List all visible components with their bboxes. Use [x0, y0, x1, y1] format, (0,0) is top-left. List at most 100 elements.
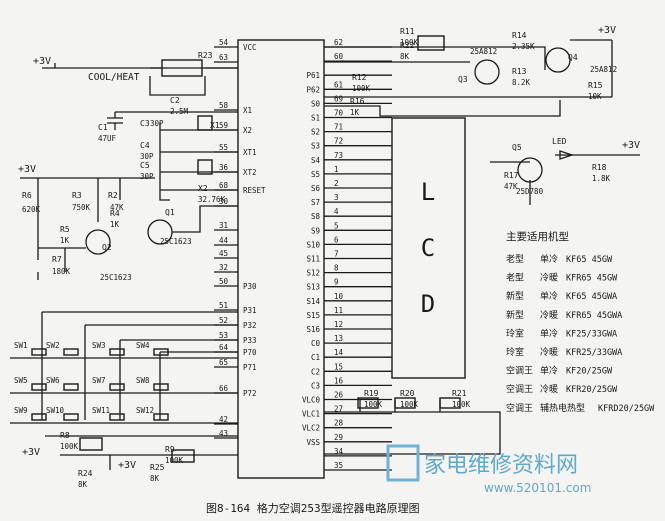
r20-resistor — [394, 397, 416, 409]
led-diode — [559, 150, 575, 160]
ic-pin-number: 65 — [219, 358, 228, 367]
wire — [490, 154, 640, 205]
component-value: 2.5M — [170, 107, 189, 116]
lcd-letter: C — [421, 234, 435, 262]
component-value: 8K — [400, 52, 410, 61]
watermark-url: www.520101.com — [484, 481, 591, 495]
model-number: KF25/33GWA — [566, 329, 617, 339]
ic-pin-name: XT1 — [243, 148, 257, 157]
component-ref: R12 — [352, 73, 367, 82]
ic-pin-number: 61 — [334, 80, 343, 89]
switch-label: SW4 — [136, 341, 150, 350]
component-ref: R7 — [52, 255, 62, 264]
component-value: 25C1623 — [160, 237, 192, 246]
component-ref: R25 — [150, 463, 165, 472]
figure-caption: 图8-164 格力空调253型遥控器电路原理图 — [206, 501, 420, 515]
ic-pin-name: X2 — [243, 126, 252, 135]
ic-pin-number: 27 — [334, 405, 343, 414]
model-list-heading: 主要适用机型 — [506, 230, 569, 243]
model-number: KFRD20/25GW — [598, 404, 655, 414]
model-group: 玲室 — [506, 327, 524, 339]
ic-pin-number: 43 — [219, 429, 228, 438]
component-ref: R2 — [108, 191, 118, 200]
wire — [570, 39, 613, 97]
switch-contact — [63, 348, 79, 356]
component-ref: R11 — [400, 27, 415, 36]
wire — [37, 205, 238, 280]
component-value: 8.2K — [512, 78, 531, 87]
ic-pin-name: C3 — [311, 381, 320, 390]
vcc-label: +3V — [622, 140, 640, 151]
ic-pin-name: VLC2 — [302, 424, 320, 433]
r9-resistor — [171, 449, 195, 463]
component-ref: R24 — [78, 469, 93, 478]
component-ref: Q3 — [458, 75, 468, 84]
switch-label: SW11 — [92, 406, 110, 415]
ic-pin-name: S8 — [311, 212, 321, 221]
model-type: 冷暖 — [540, 346, 558, 358]
component-ref: C3 — [140, 119, 150, 128]
ic-pin-number: 73 — [334, 151, 343, 160]
switch-label: SW1 — [14, 341, 28, 350]
model-number: KFR25/33GWA — [566, 348, 622, 358]
ic-pin-number: 35 — [334, 461, 343, 470]
ic-pin-name: VCC — [243, 43, 257, 52]
component-value: 1.8K — [592, 174, 611, 183]
component-ref: R4 — [110, 209, 120, 218]
r11-r22-resistor — [417, 35, 445, 51]
component-ref: C5 — [140, 161, 150, 170]
ic-pin-number: 2 — [334, 179, 339, 188]
ic-pin-number: 10 — [334, 292, 344, 301]
component-value: 100K — [364, 400, 383, 409]
model-number: KF65 45GWA — [566, 292, 617, 302]
component-ref: R8 — [60, 431, 70, 440]
ic-pin-number: 69 — [334, 94, 343, 103]
ic-pin-number: 42 — [219, 415, 228, 424]
ic-pin-number: 72 — [334, 137, 343, 146]
ic-pin-name: S2 — [311, 128, 320, 137]
wire — [324, 100, 561, 117]
model-group: 新型 — [506, 290, 524, 302]
component-value: 100K — [60, 442, 79, 451]
ic-pin-name: S11 — [306, 255, 320, 264]
ic-pin-number: 44 — [219, 236, 229, 245]
ic-pin-name: S3 — [311, 142, 320, 151]
ic-pin-name: S6 — [311, 184, 321, 193]
component-ref: R17 — [504, 171, 519, 180]
ic-pin-name: S1 — [311, 114, 320, 123]
component-ref: R13 — [512, 67, 527, 76]
component-ref: R3 — [72, 191, 82, 200]
ic-pin-number: 55 — [219, 143, 228, 152]
ic-right-pins: 6260P6161P6269S070S171S272S373S41S52S63S… — [302, 38, 392, 471]
component-value: 8K — [150, 474, 160, 483]
component-value: 10K — [588, 92, 602, 101]
ic-pin-name: RESET — [243, 186, 266, 195]
ic-pin-name: P31 — [243, 306, 257, 315]
ic-pin-number: 29 — [334, 433, 343, 442]
lcd-display — [391, 117, 466, 379]
ic-pin-name: XT2 — [243, 168, 257, 177]
model-number: KF65 45GW — [566, 255, 613, 265]
component-value: 100K — [400, 400, 419, 409]
component-value: 2.35K — [512, 42, 535, 51]
component-value: 47K — [110, 203, 124, 212]
r8-resistor — [79, 437, 103, 451]
switch-label: SW8 — [136, 376, 150, 385]
model-type: 冷暖 — [540, 383, 558, 395]
ic-pin-number: 52 — [219, 316, 228, 325]
vlc-divider — [324, 400, 501, 455]
model-number: KFR20/25GW — [566, 385, 618, 395]
component-ref: Q2 — [102, 243, 112, 252]
ic-pin-number: 59 — [219, 121, 228, 130]
ic-pin-name: P70 — [243, 348, 257, 357]
model-group: 空调王 — [506, 383, 533, 395]
ic-pin-number: 31 — [219, 221, 228, 230]
ic-pin-number: 5 — [334, 221, 339, 230]
ic-pin-name: C2 — [311, 367, 320, 376]
wire — [42, 63, 238, 69]
component-value: 25A812 — [590, 65, 617, 74]
